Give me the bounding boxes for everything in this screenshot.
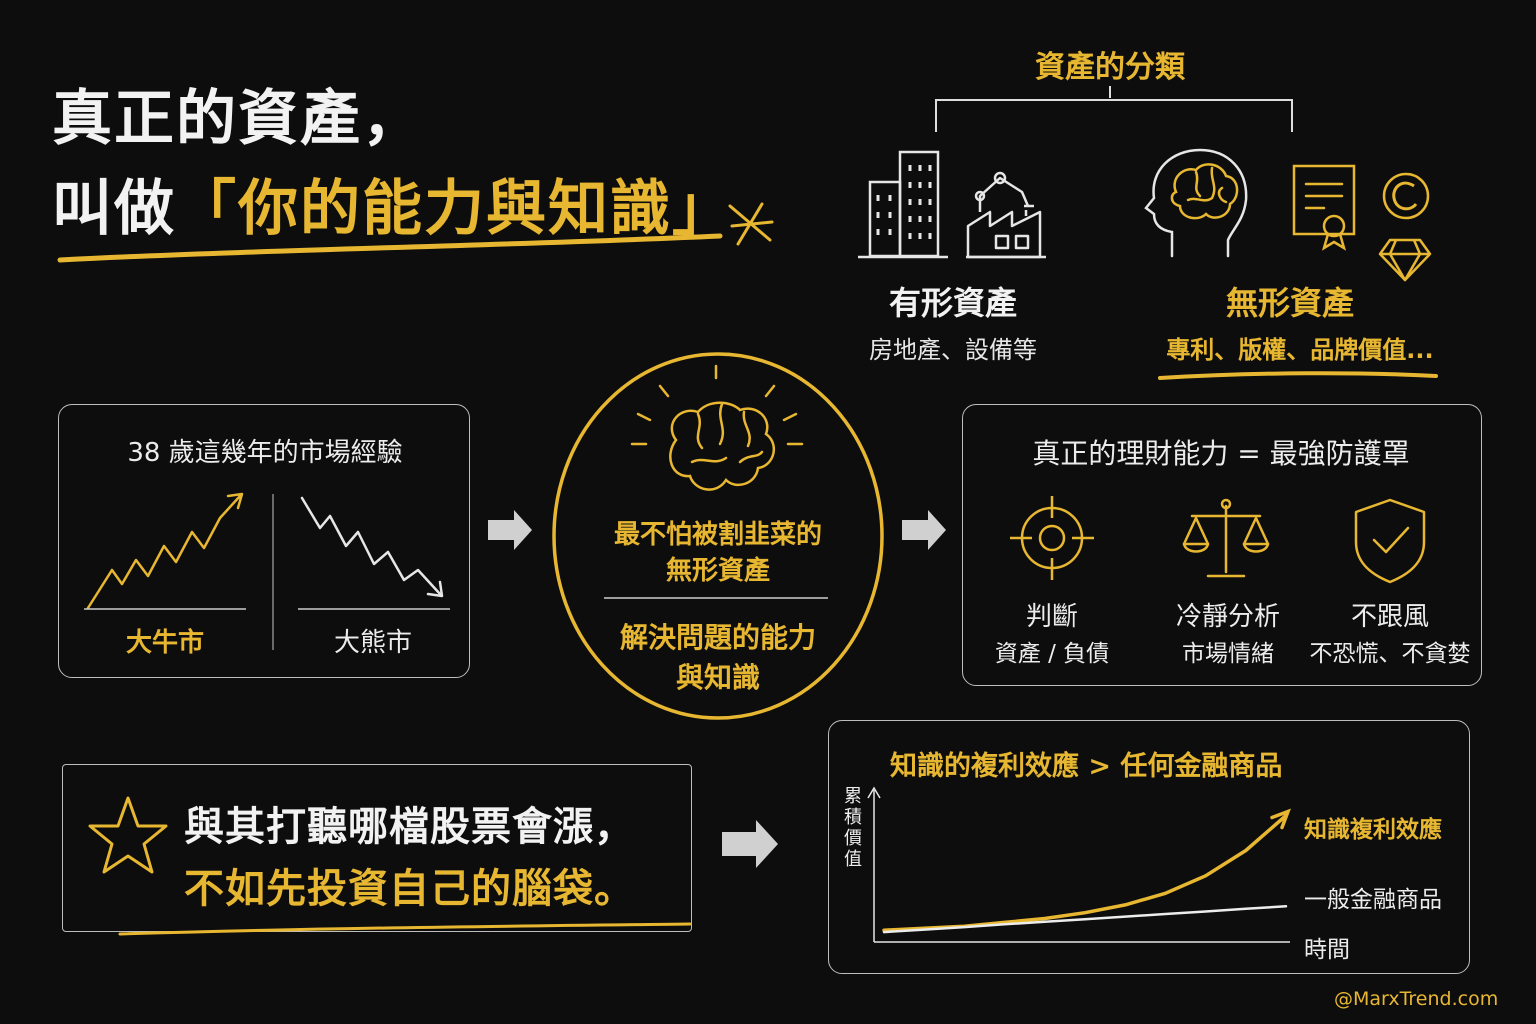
title-line-1: 真正的資產，: [52, 84, 424, 154]
finance-heading: 真正的理財能力 = 最強防護罩: [1032, 437, 1410, 470]
core-line-4: 與知識: [675, 661, 760, 694]
series-line-1: [882, 813, 1288, 932]
finance-item-sub-3: 不恐慌、不貪婪: [1309, 641, 1471, 667]
core-line-2: 無形資產: [665, 556, 770, 586]
quote-line-2: 不如先投資自己的腦袋。: [184, 866, 635, 912]
compound-chart-box: [828, 720, 1470, 974]
title-prefix: 叫做: [52, 174, 176, 244]
series-label-knowledge: 知識複利效應: [1304, 817, 1442, 843]
classification-heading: 資產的分類: [1035, 50, 1185, 85]
series-line-2: [882, 905, 1288, 934]
series-label-finance: 一般金融商品: [1304, 887, 1442, 913]
core-line-3: 解決問題的能力: [619, 621, 816, 654]
core-line-1: 最不怕被割韭菜的: [613, 520, 822, 550]
finance-item-title-3: 不跟風: [1350, 602, 1429, 632]
chart-ylabel: 累積價值: [844, 786, 862, 870]
title-line-2: 叫做「你的能力與知識」: [52, 160, 734, 247]
tangible-label: 有形資產: [888, 284, 1017, 322]
market-heading: 38 歲這幾年的市場經驗: [127, 438, 403, 468]
series-arrowhead: [1270, 808, 1291, 830]
finance-item-sub-2: 市場情緒: [1182, 641, 1274, 667]
quote-box: [62, 764, 692, 932]
bear-market-label: 大熊市: [333, 628, 412, 658]
chart-axes: [867, 786, 1290, 943]
finance-item-sub-1: 資產 / 負債: [994, 641, 1110, 667]
bull-market-label: 大牛市: [125, 628, 204, 658]
tangible-examples: 房地產、設備等: [869, 336, 1037, 364]
market-experience-box: [58, 404, 470, 678]
title-highlight: 「你的能力與知識」: [176, 174, 734, 244]
finance-item-title-1: 判斷: [1025, 602, 1078, 632]
intangible-label: 無形資產: [1225, 284, 1354, 322]
chart-title: 知識的複利效應 > 任何金融商品: [890, 751, 1283, 782]
quote-line-1: 與其打聽哪檔股票會漲，: [184, 804, 635, 850]
intangible-examples: 專利、版權、品牌價值...: [1166, 336, 1434, 364]
finance-item-title-2: 冷靜分析: [1175, 602, 1280, 632]
finance-ability-box: [962, 404, 1482, 686]
chart-xlabel: 時間: [1304, 937, 1350, 963]
credit-text: @MarxTrend.com: [1334, 988, 1499, 1010]
